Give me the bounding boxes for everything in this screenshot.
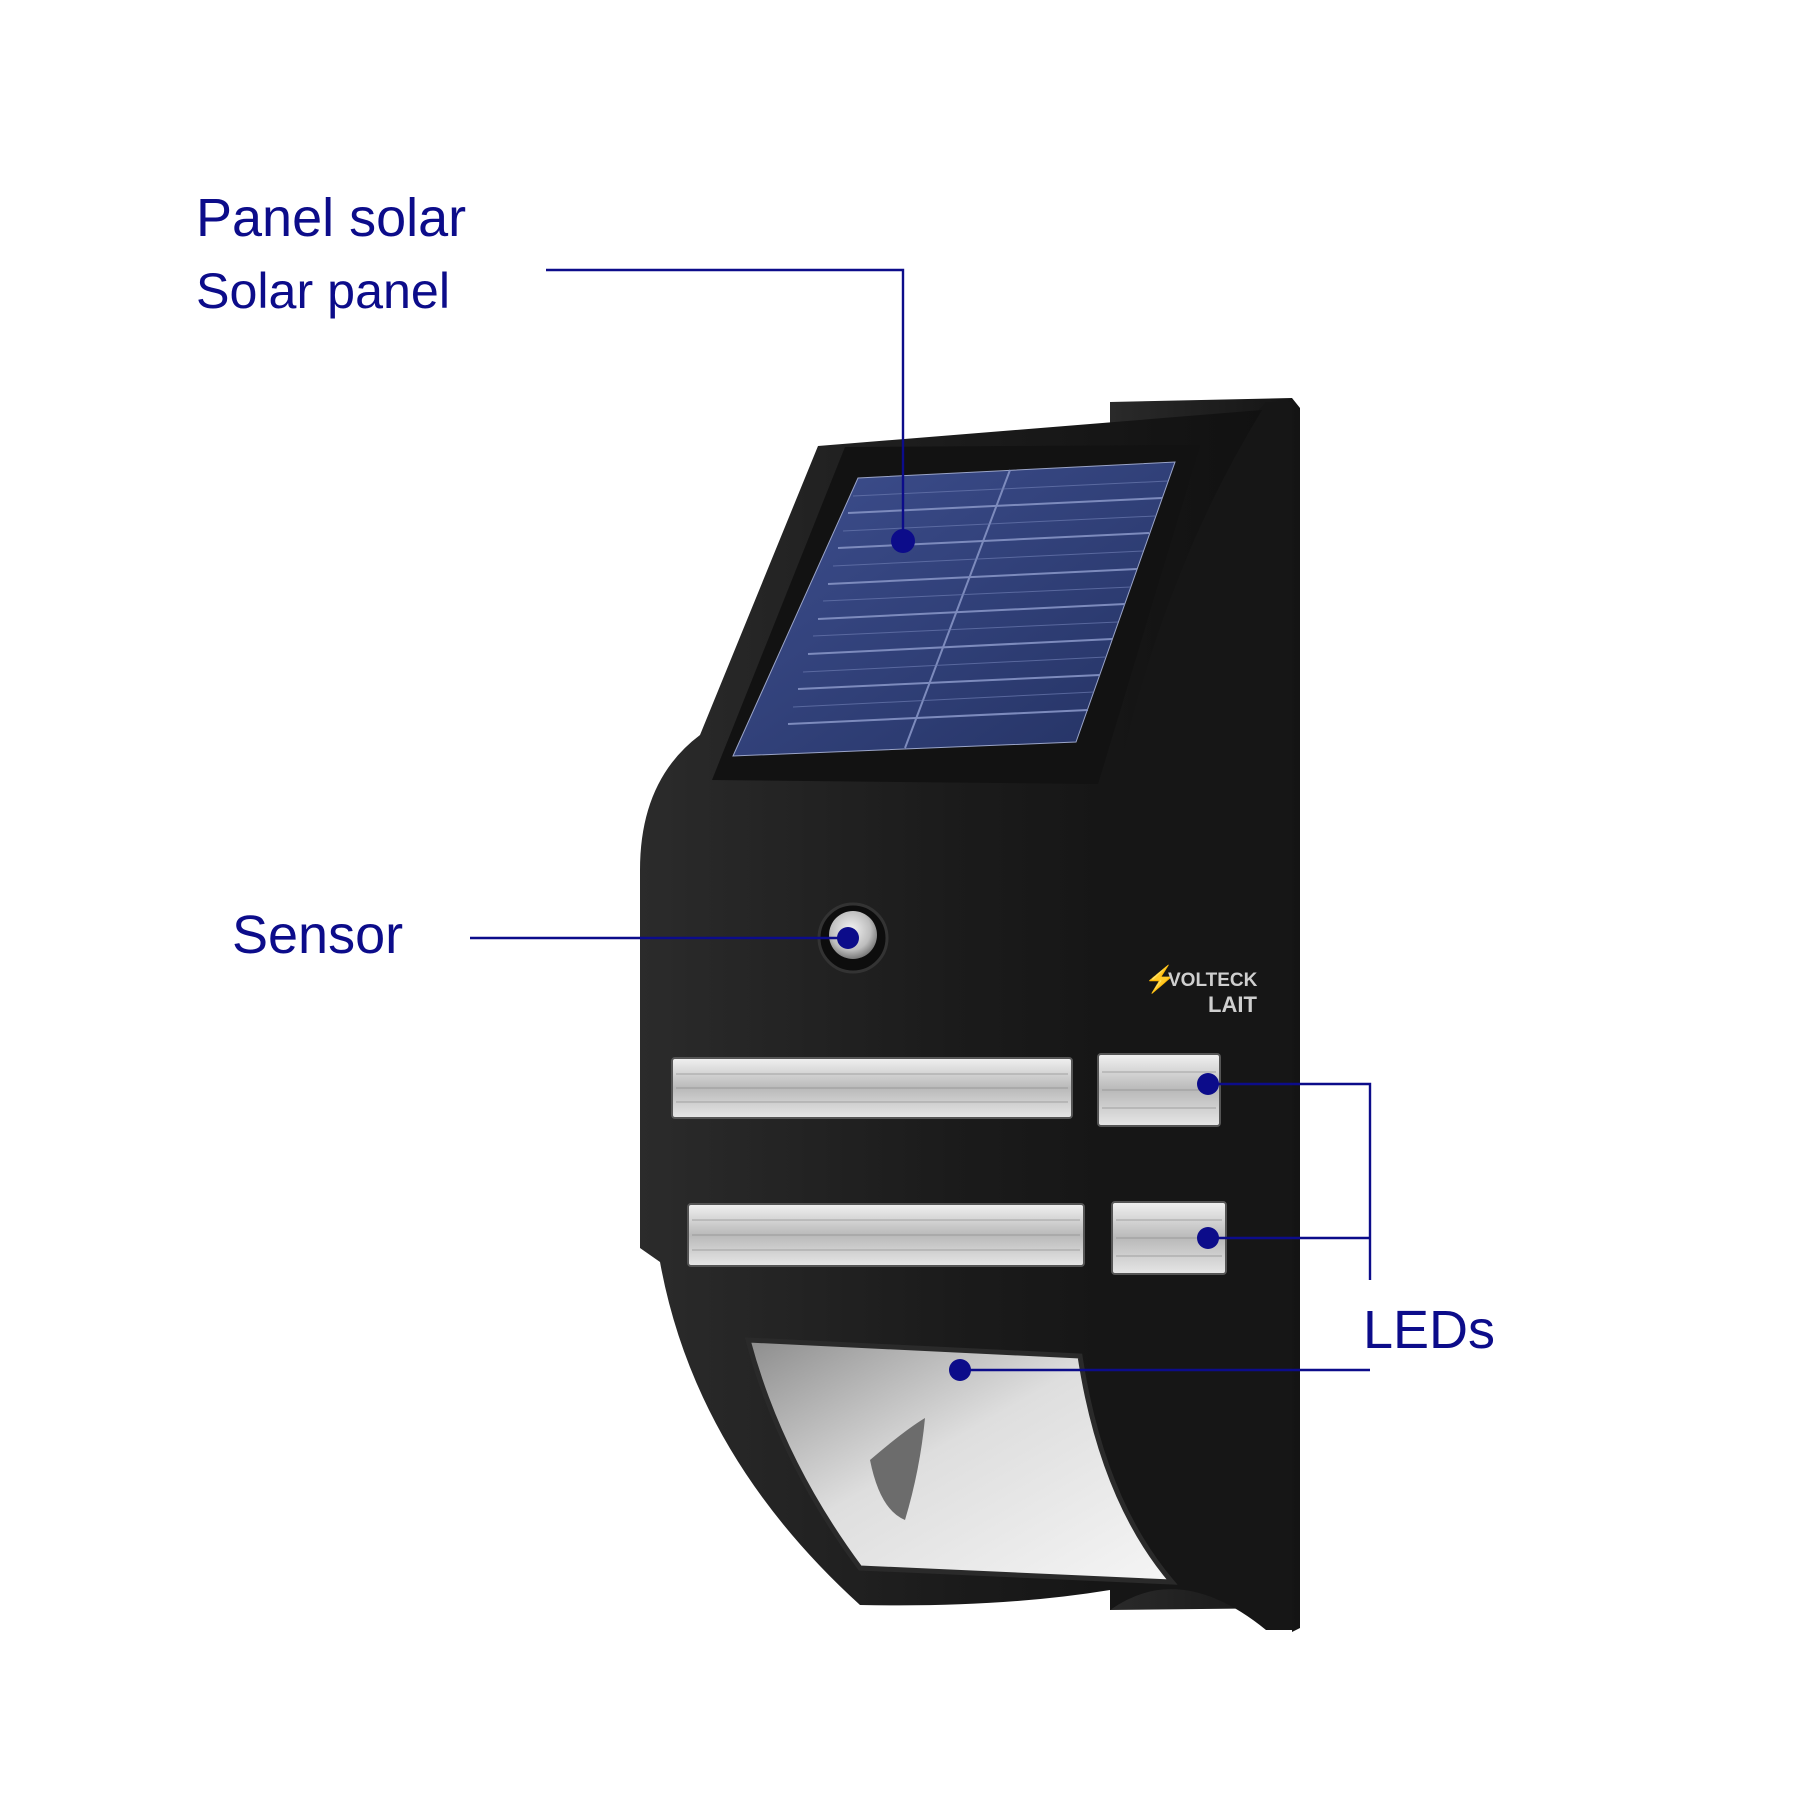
dot-solar-panel xyxy=(891,529,915,553)
callout-sensor: Sensor xyxy=(232,905,859,965)
solar-panel xyxy=(732,461,1176,757)
dot-led-lower xyxy=(1197,1227,1219,1249)
dot-led-lamp xyxy=(949,1359,971,1381)
brand-name: VOLTECK xyxy=(1168,970,1258,991)
label-sensor: Sensor xyxy=(232,905,403,965)
brand-mark: ⚡ VOLTECK LAIT xyxy=(1144,964,1258,1017)
solar-cell-grid xyxy=(787,469,1163,749)
callout-solar-panel: Panel solar Solar panel xyxy=(196,188,915,553)
dot-led-upper xyxy=(1197,1073,1219,1095)
lamp-reflector xyxy=(870,1418,925,1520)
label-solar-panel-es: Panel solar xyxy=(196,188,466,248)
leader-leds-upper xyxy=(1208,1082,1372,1280)
label-solar-panel-en: Solar panel xyxy=(196,263,450,319)
led-strip-ribs xyxy=(676,1071,1222,1257)
label-leds: LEDs xyxy=(1363,1300,1495,1360)
solar-cell-stripes xyxy=(792,480,1169,708)
lamp-lens xyxy=(744,1337,1178,1585)
brand-model: LAIT xyxy=(1208,992,1257,1017)
leader-solar-panel xyxy=(546,268,905,541)
callout-leds: LEDs xyxy=(949,1073,1495,1381)
dot-sensor xyxy=(837,927,859,949)
brand-logo-icon: ⚡ xyxy=(1144,964,1176,995)
solar-light-device: ⚡ VOLTECK LAIT xyxy=(640,398,1300,1632)
device-side-wall xyxy=(1110,402,1292,1630)
